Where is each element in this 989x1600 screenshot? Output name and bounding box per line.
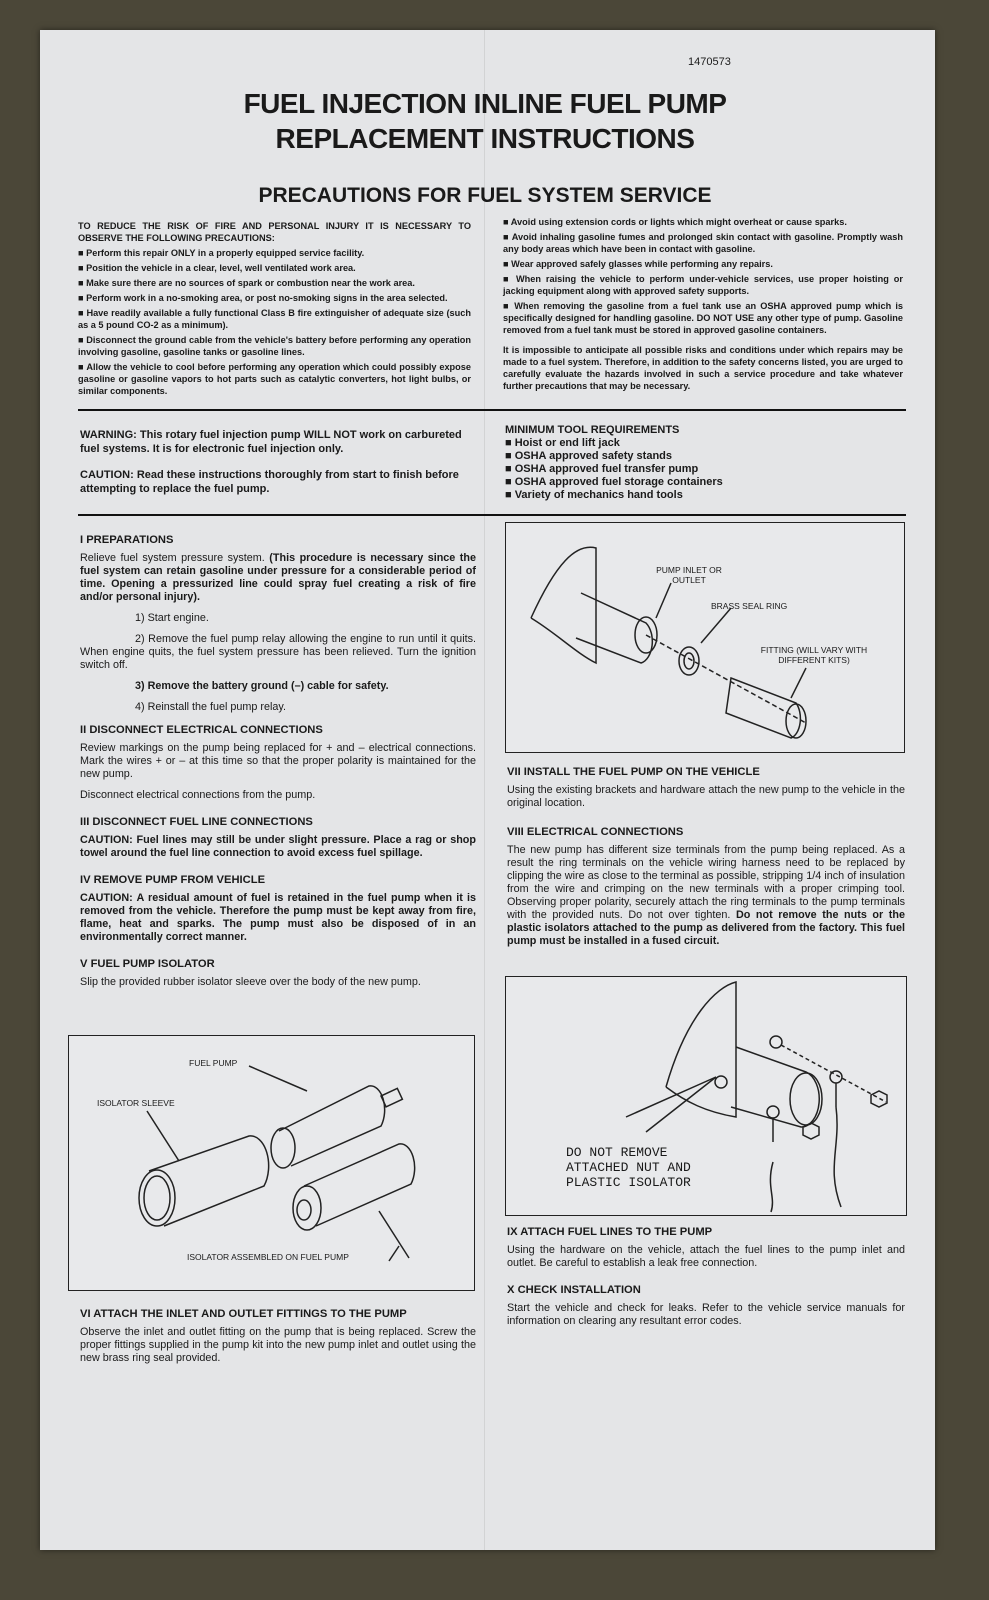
section-heading: X CHECK INSTALLATION <box>507 1284 641 1296</box>
title-line-2: REPLACEMENT INSTRUCTIONS <box>275 123 695 154</box>
isolator-diagram: FUEL PUMP ISOLATOR SLEEVE ISOLATOR ASSEM… <box>68 1035 475 1291</box>
tool-item: ■ Variety of mechanics hand tools <box>505 489 683 501</box>
section-body: The new pump has different size terminal… <box>507 844 905 947</box>
precaution-item: ■ Disconnect the ground cable from the v… <box>78 335 471 357</box>
label-fitting: FITTING (WILL VARY WITH DIFFERENT KITS) <box>760 645 868 665</box>
section-body: Using the existing brackets and hardware… <box>507 784 905 809</box>
section-heading: I PREPARATIONS <box>80 534 174 546</box>
caution-text: CAUTION: Read these instructions thoroug… <box>80 469 459 495</box>
instruction-sheet <box>40 30 935 1550</box>
divider <box>78 409 906 411</box>
precautions-closing: It is impossible to anticipate all possi… <box>503 345 903 391</box>
tool-requirements: MINIMUM TOOL REQUIREMENTS ■ Hoist or end… <box>505 424 905 502</box>
section-body: CAUTION: Fuel lines may still be under s… <box>80 834 476 859</box>
precautions-intro: TO REDUCE THE RISK OF FIRE AND PERSONAL … <box>78 221 471 243</box>
tool-item: ■ OSHA approved fuel storage containers <box>505 476 723 488</box>
right-column: VII INSTALL THE FUEL PUMP ON THE VEHICLE… <box>507 756 905 948</box>
label-isolator-assembled: ISOLATOR ASSEMBLED ON FUEL PUMP <box>187 1252 349 1262</box>
section-heading: IV REMOVE PUMP FROM VEHICLE <box>80 874 266 886</box>
fitting-illustration <box>530 546 807 739</box>
precautions-left: TO REDUCE THE RISK OF FIRE AND PERSONAL … <box>78 220 471 400</box>
step: 1) Start engine. <box>135 612 209 624</box>
section-heading: VI ATTACH THE INLET AND OUTLET FITTINGS … <box>80 1308 407 1320</box>
precautions-right: ■ Avoid using extension cords or lights … <box>503 216 903 395</box>
label-brass-seal: BRASS SEAL RING <box>711 601 788 611</box>
step: 4) Reinstall the fuel pump relay. <box>135 701 287 713</box>
section-heading: IX ATTACH FUEL LINES TO THE PUMP <box>507 1226 713 1238</box>
electrical-illustration <box>625 981 888 1213</box>
fold-crease <box>484 30 485 1550</box>
label-fuel-pump: FUEL PUMP <box>189 1058 238 1068</box>
precaution-item: ■ Perform work in a no-smoking area, or … <box>78 293 448 303</box>
document-number: 1470573 <box>688 56 731 68</box>
section-heading: III DISCONNECT FUEL LINE CONNECTIONS <box>80 816 313 828</box>
section-body: CAUTION: A residual amount of fuel is re… <box>80 892 476 943</box>
precaution-item: ■ When removing the gasoline from a fuel… <box>503 301 903 335</box>
precaution-item: ■ Make sure there are no sources of spar… <box>78 278 415 288</box>
tool-item: ■ OSHA approved fuel transfer pump <box>505 463 699 475</box>
label-isolator-sleeve: ISOLATOR SLEEVE <box>97 1098 175 1108</box>
section-heading: II DISCONNECT ELECTRICAL CONNECTIONS <box>80 724 323 736</box>
precautions-heading: PRECAUTIONS FOR FUEL SYSTEM SERVICE <box>258 184 712 207</box>
section-heading: V FUEL PUMP ISOLATOR <box>80 958 215 970</box>
precaution-item: ■ Perform this repair ONLY in a properly… <box>78 248 365 258</box>
fitting-diagram: PUMP INLET OR OUTLET BRASS SEAL RING FIT… <box>505 522 905 753</box>
section-body: Disconnect electrical connections from t… <box>80 789 316 801</box>
tools-heading: MINIMUM TOOL REQUIREMENTS <box>505 424 680 436</box>
step: 3) Remove the battery ground (–) cable f… <box>135 680 389 692</box>
section-body: Slip the provided rubber isolator sleeve… <box>80 976 421 988</box>
title-line-1: FUEL INJECTION INLINE FUEL PUMP <box>243 88 727 119</box>
label-pump-inlet: PUMP INLET OR OUTLET <box>656 565 722 585</box>
precaution-item: ■ Allow the vehicle to cool before perfo… <box>78 362 471 396</box>
divider <box>78 514 906 516</box>
warning-block: WARNING: This rotary fuel injection pump… <box>80 428 472 496</box>
warning-text: WARNING: This rotary fuel injection pump… <box>80 429 462 455</box>
right-column-bottom: IX ATTACH FUEL LINES TO THE PUMP Using t… <box>507 1216 905 1328</box>
page-title: FUEL INJECTION INLINE FUEL PUMP REPLACEM… <box>140 86 830 156</box>
section-vi: VI ATTACH THE INLET AND OUTLET FITTINGS … <box>80 1298 476 1365</box>
tool-item: ■ OSHA approved safety stands <box>505 450 673 462</box>
section-body: Observe the inlet and outlet fitting on … <box>80 1326 476 1364</box>
tool-item: ■ Hoist or end lift jack <box>505 437 620 449</box>
section-body: Using the hardware on the vehicle, attac… <box>507 1244 905 1269</box>
section-heading: VII INSTALL THE FUEL PUMP ON THE VEHICLE <box>507 766 760 778</box>
section-body: Review markings on the pump being replac… <box>80 742 476 780</box>
precaution-item: ■ When raising the vehicle to perform un… <box>503 274 903 296</box>
section-body: Start the vehicle and check for leaks. R… <box>507 1302 905 1327</box>
section-heading: VIII ELECTRICAL CONNECTIONS <box>507 826 684 838</box>
step: 2) Remove the fuel pump relay allowing t… <box>80 633 476 671</box>
left-column: I PREPARATIONS Relieve fuel system press… <box>80 524 476 989</box>
precaution-item: ■ Wear approved safely glasses while per… <box>503 259 773 269</box>
precaution-item: ■ Avoid using extension cords or lights … <box>503 217 847 227</box>
section-body: Relieve fuel system pressure system. (Th… <box>80 552 476 603</box>
precaution-item: ■ Position the vehicle in a clear, level… <box>78 263 356 273</box>
pump-isolator-illustration <box>138 1065 416 1262</box>
precaution-item: ■ Have readily available a fully functio… <box>78 308 471 330</box>
precaution-item: ■ Avoid inhaling gasoline fumes and prol… <box>503 232 903 254</box>
